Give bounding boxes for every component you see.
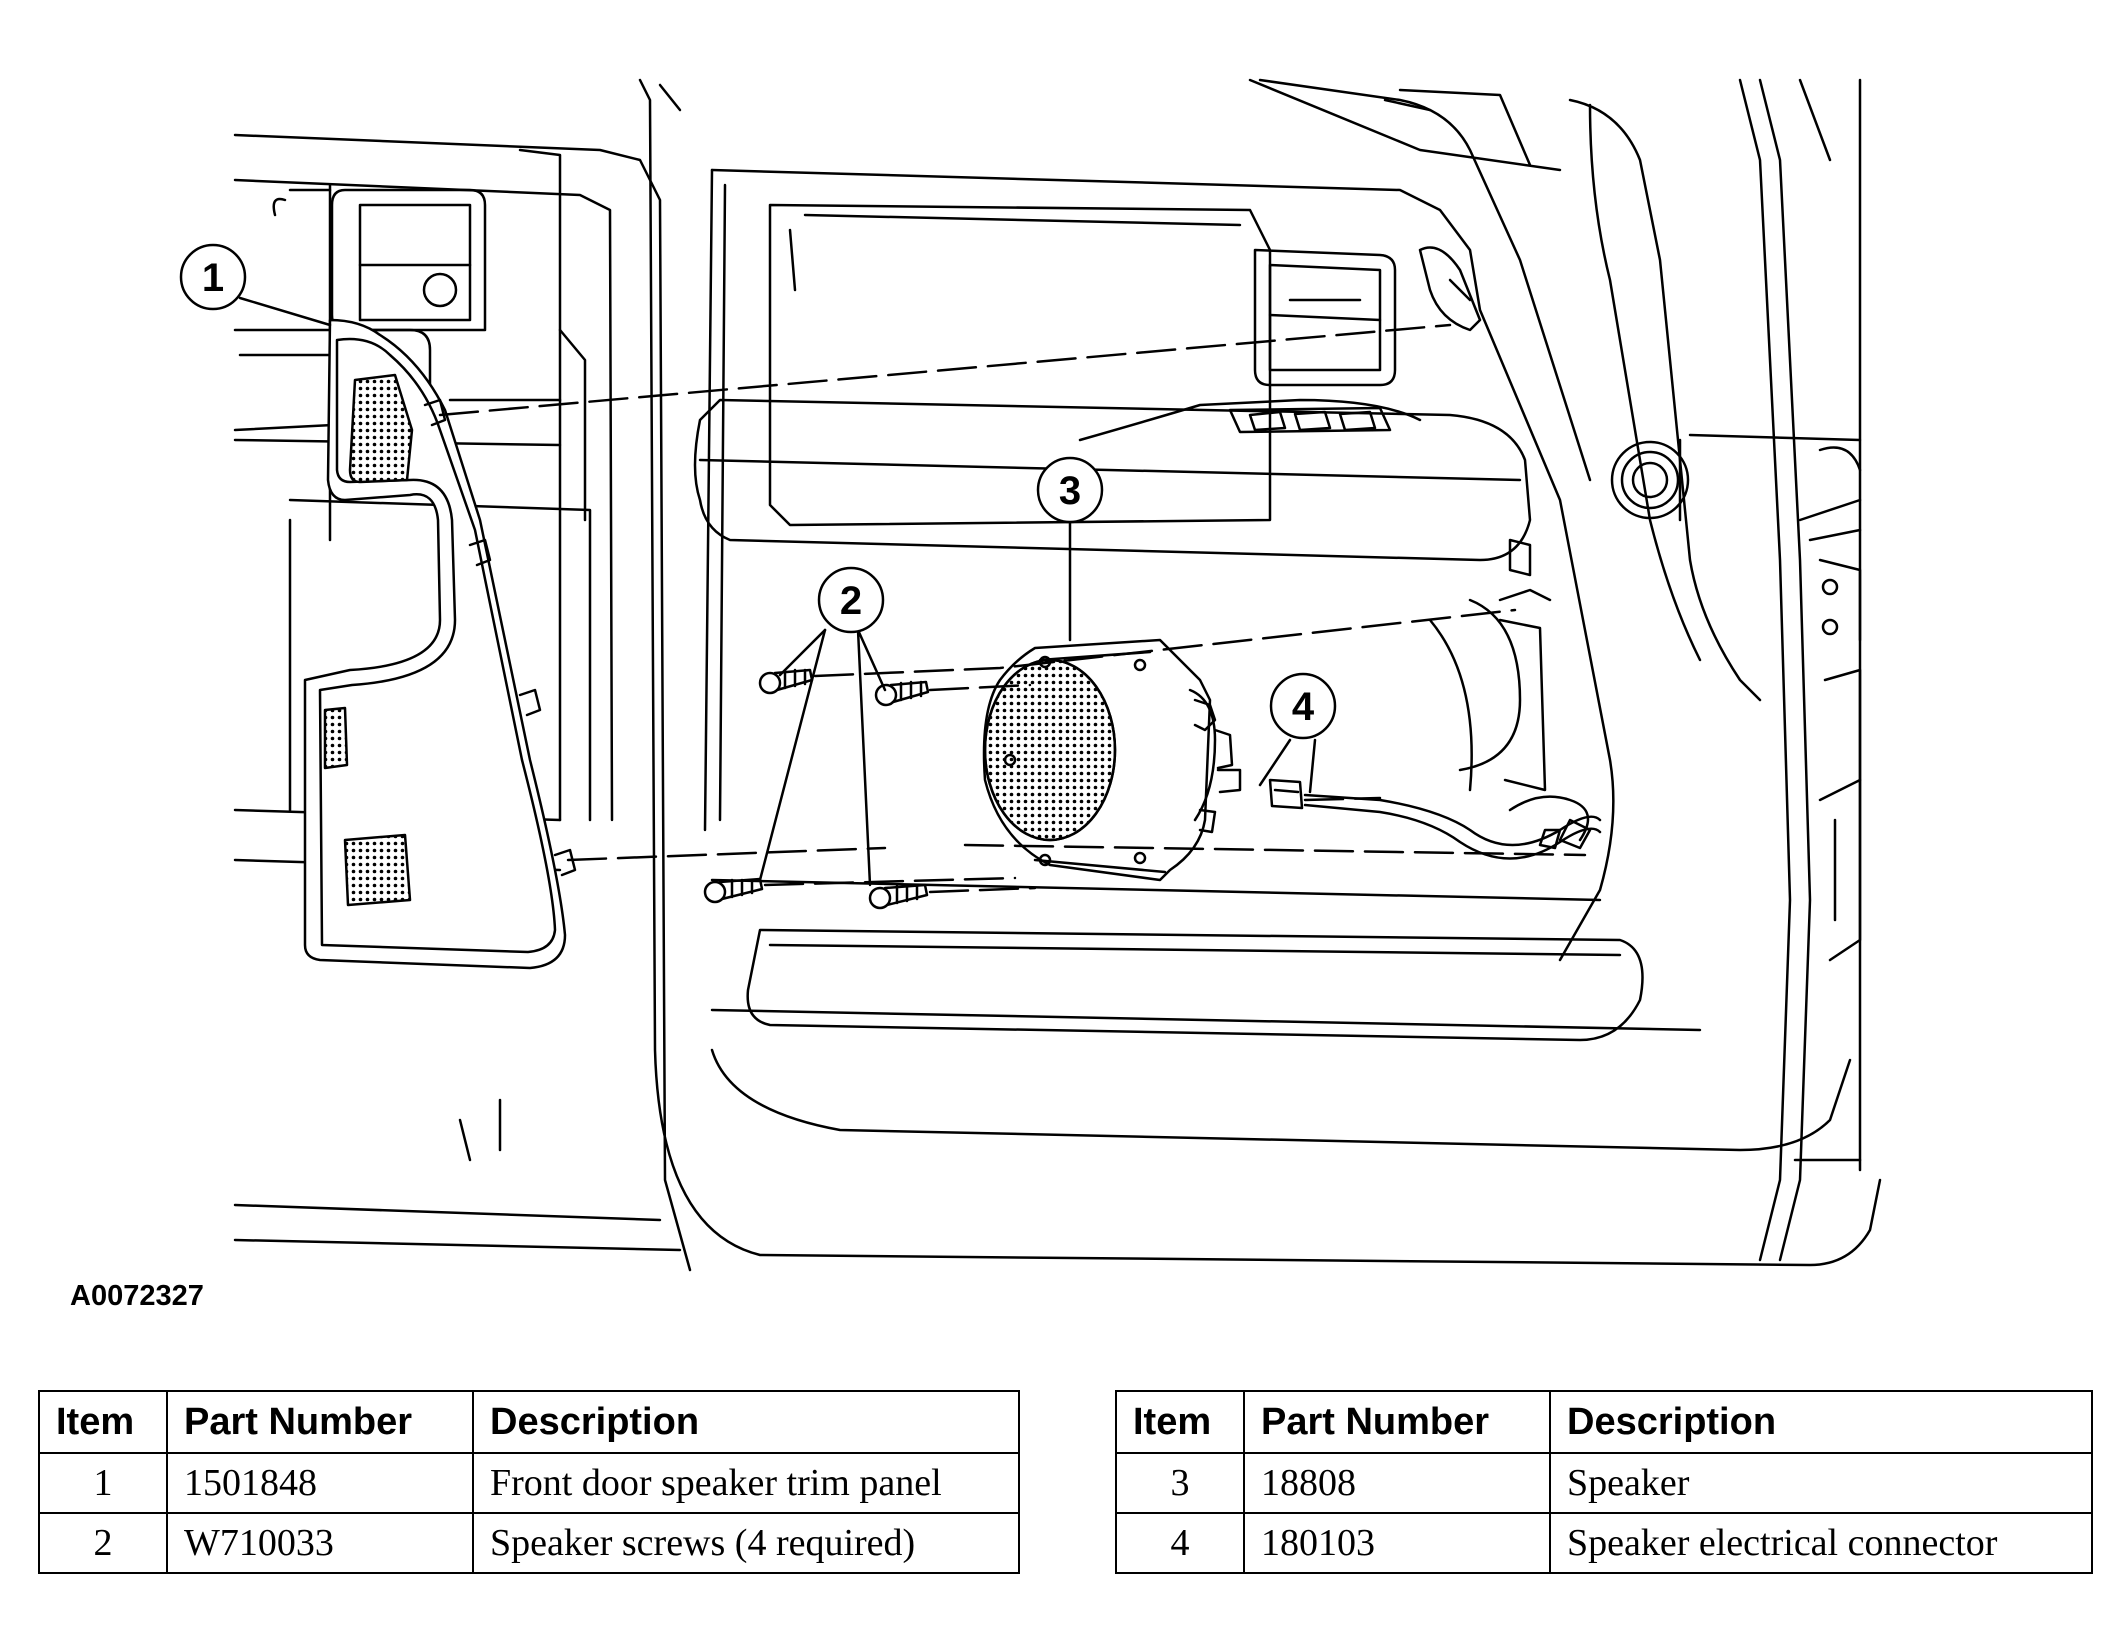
table-header-row: Item Part Number Description [38,1390,1020,1454]
cell-description: Speaker [1549,1452,2093,1514]
callout-1: 1 [179,243,247,311]
front-door-panel [638,78,1882,1267]
table-row: 3 18808 Speaker [1115,1452,2093,1514]
table-row: 1 1501848 Front door speaker trim panel [38,1452,1020,1514]
svg-text:2: 2 [840,579,862,623]
speaker-screws [703,668,930,910]
callout-4: 4 [1269,672,1337,740]
callout-2: 2 [817,566,885,634]
speaker [982,638,1242,882]
screw-upper-right [874,680,930,707]
front-door-speaker-trim-panel [303,318,577,970]
table-row: 4 180103 Speaker electrical connector [1115,1512,2093,1574]
callout-leaders [238,296,1317,887]
wiring-harness [1303,793,1602,860]
cell-item: 3 [1115,1452,1245,1514]
callout-3: 3 [1036,456,1104,524]
cell-description: Speaker screws (4 required) [472,1512,1020,1574]
vehicle-body-right [1248,78,1862,1262]
header-part-number: Part Number [1243,1390,1551,1454]
speaker-electrical-connector [1268,778,1304,810]
svg-text:4: 4 [1292,685,1315,729]
figure-id: A0072327 [70,1280,204,1312]
table-header-row: Item Part Number Description [1115,1390,2093,1454]
parts-table-left: Item Part Number Description 1 1501848 F… [38,1390,1020,1574]
cell-description: Speaker electrical connector [1549,1512,2093,1574]
header-item: Item [38,1390,168,1454]
cell-description: Front door speaker trim panel [472,1452,1020,1514]
cell-part-number: 1501848 [166,1452,474,1514]
cell-item: 4 [1115,1512,1245,1574]
screw-upper-left [758,668,814,695]
table-row: 2 W710033 Speaker screws (4 required) [38,1512,1020,1574]
cell-part-number: 18808 [1243,1452,1551,1514]
header-part-number: Part Number [166,1390,474,1454]
svg-text:3: 3 [1059,469,1081,513]
cell-item: 1 [38,1452,168,1514]
cell-item: 2 [38,1512,168,1574]
cell-part-number: W710033 [166,1512,474,1574]
exploded-view-illustration: 1 2 3 4 [179,78,1882,1272]
installation-guide-lines [438,323,1587,894]
header-item: Item [1115,1390,1245,1454]
screw-lower-right [868,883,929,910]
cell-part-number: 180103 [1243,1512,1551,1574]
header-description: Description [472,1390,1020,1454]
svg-text:1: 1 [202,256,224,300]
screw-lower-left [703,877,764,904]
parts-table-right: Item Part Number Description 3 18808 Spe… [1115,1390,2093,1574]
header-description: Description [1549,1390,2093,1454]
